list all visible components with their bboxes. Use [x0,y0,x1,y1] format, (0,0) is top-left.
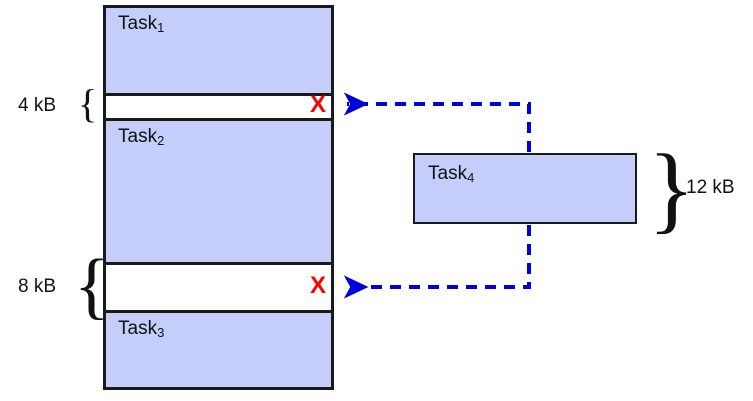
hole-4kb-size-label: 4 kB [18,95,57,116]
incoming-task-4-brace: } [648,135,696,243]
memory-segment-task-2-label: Task2 [118,126,165,148]
arrow-to-hole-4kb [343,92,531,152]
incoming-task-4-label: Task4 [428,163,475,185]
hole-8kb-brace: { [74,245,110,327]
memory-segment-task-1-label: Task1 [118,13,165,35]
incoming-task-4-block: Task4 [413,153,637,224]
arrow-to-hole-8kb [343,225,531,299]
hole-8kb-size-label: 8 kB [18,276,57,297]
hole-8kb-reject-x-icon: X [310,272,327,299]
memory-segment-hole-8kb [106,265,331,310]
segment-divider-1 [103,93,334,96]
segment-divider-2 [103,118,334,121]
memory-segment-task-1: Task1 [106,8,331,93]
memory-segment-hole-4kb [106,96,331,118]
segment-divider-4 [103,310,334,313]
hole-4kb-brace: { [78,81,98,126]
incoming-task-4-size-label: 12 kB [686,177,735,198]
segment-divider-3 [103,262,334,265]
memory-segment-task-2: Task2 [106,121,331,262]
memory-segment-task-3: Task3 [106,313,331,387]
hole-4kb-reject-x-icon: X [310,91,327,118]
memory-segment-task-3-label: Task3 [118,318,165,340]
